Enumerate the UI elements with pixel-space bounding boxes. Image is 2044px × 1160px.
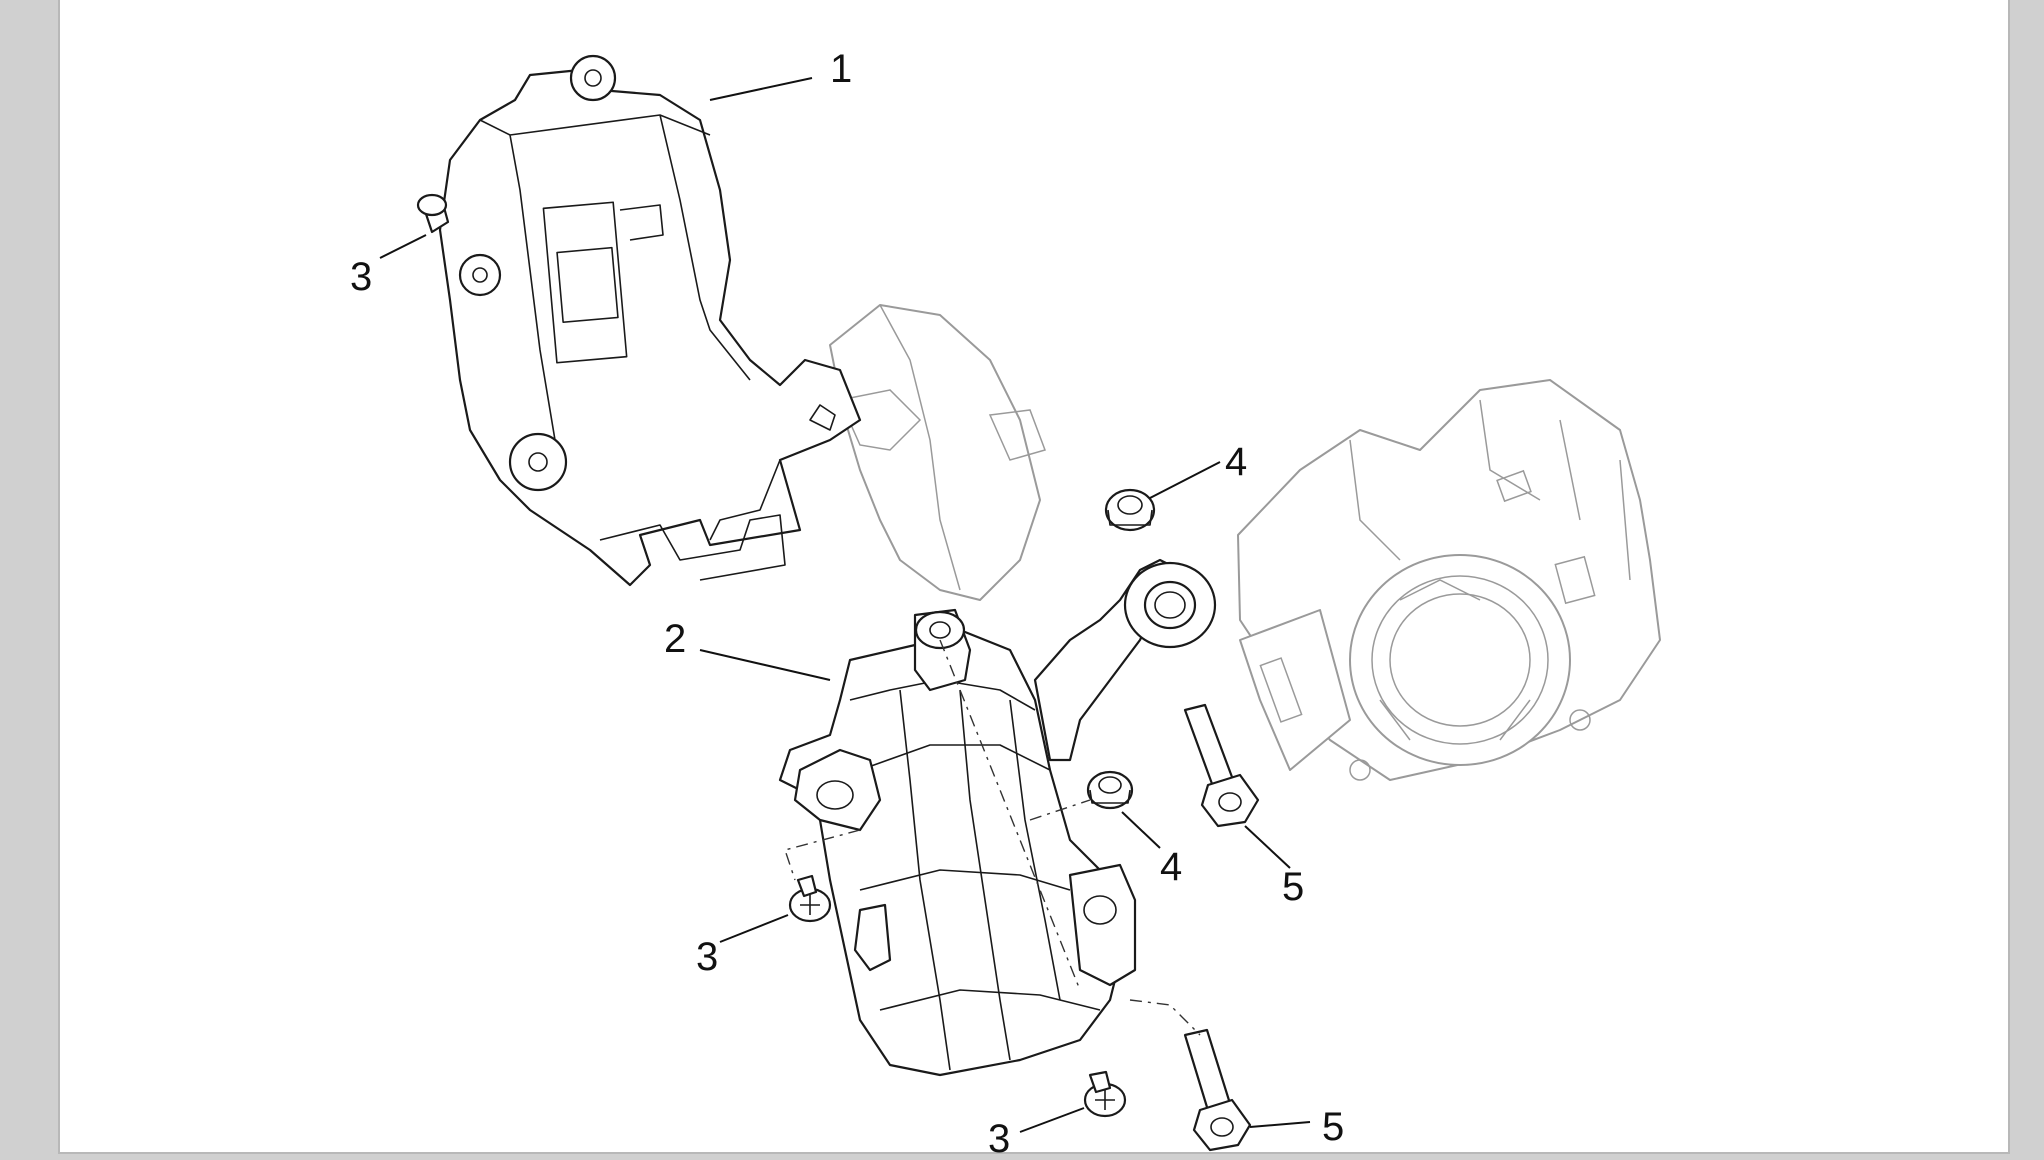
screw-3-bottom bbox=[1083, 1070, 1127, 1118]
callout-1: 1 bbox=[830, 47, 852, 91]
bolt-5-upper bbox=[1183, 703, 1260, 828]
callout-3-top: 3 bbox=[350, 255, 372, 299]
exploded-parts-diagram: 1 2 3 3 3 4 4 5 5 bbox=[58, 0, 2010, 1154]
nut-4-top bbox=[1104, 488, 1156, 532]
callout-labels: 1 2 3 3 3 4 4 5 5 bbox=[350, 47, 1344, 1154]
screw-3-middle bbox=[788, 874, 832, 923]
part-1-cover bbox=[438, 54, 862, 587]
callout-5-lower: 5 bbox=[1322, 1105, 1344, 1149]
callout-5-upper: 5 bbox=[1282, 865, 1304, 909]
sensor-ghost bbox=[829, 304, 1046, 601]
leader-lines bbox=[379, 77, 1311, 1133]
diagram-svg: 1 2 3 3 3 4 4 5 5 bbox=[350, 47, 1661, 1154]
alignment-lines bbox=[784, 639, 1201, 1036]
bolt-5-lower bbox=[1183, 1028, 1252, 1152]
throttle-body-ghost bbox=[1237, 379, 1661, 781]
callout-3-bottom: 3 bbox=[988, 1117, 1010, 1154]
callout-4-bottom: 4 bbox=[1160, 845, 1182, 889]
callout-4-top: 4 bbox=[1225, 440, 1247, 484]
screw-3-top bbox=[416, 193, 450, 234]
nut-4-bottom bbox=[1086, 770, 1134, 810]
part-2-housing bbox=[778, 558, 1217, 1077]
callout-3-middle: 3 bbox=[696, 935, 718, 979]
callout-2: 2 bbox=[664, 617, 686, 661]
